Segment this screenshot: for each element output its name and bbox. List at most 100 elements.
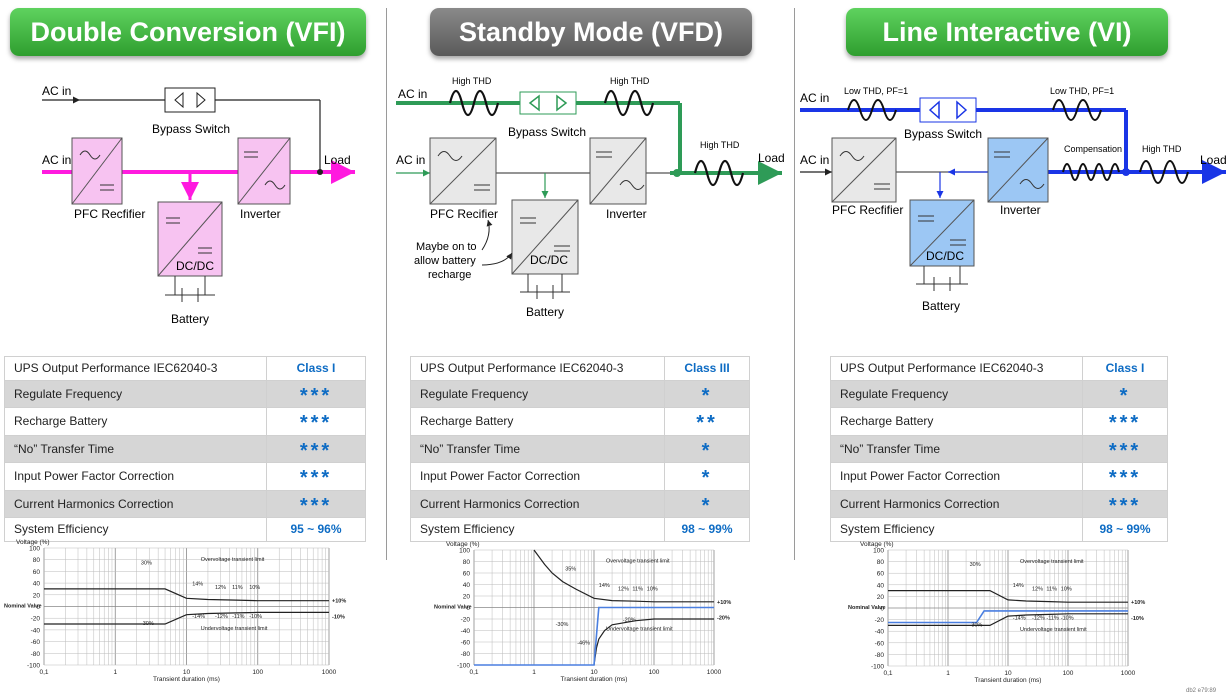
table-row: Regulate Frequency* [410,379,750,408]
inverter-label: Inverter [1000,203,1041,217]
y-tick-label: -100 [27,663,40,670]
class-value: Class I [266,356,366,381]
annotation-label: Undervoltage transient limit [1020,627,1087,633]
inverter-box [589,137,647,205]
column-divider [386,8,387,560]
annotation-label: Undervoltage transient limit [606,627,673,633]
table-row: Input Power Factor Correction*** [830,462,1168,491]
vi-block-diagram: AC in Low THD, PF=1 Low THD, PF=1 Compen… [800,86,1227,313]
annotation-label: 11% [232,585,243,591]
table-row: Input Power Factor Correction* [410,462,750,491]
x-tick-label: 0,1 [883,670,892,677]
table-row: “No” Transfer Time*** [830,434,1168,463]
table-row: Current Harmonics Correction*** [830,489,1168,518]
annotation-label: 35% [565,567,576,573]
annotation-label: 12% [1032,587,1043,593]
bypass-switch-icon [919,97,977,123]
annotation-label: 11% [1046,587,1057,593]
x-axis-label: Transient duration (ms) [975,677,1042,684]
footnote: db2 e79:89 [1186,688,1217,694]
y-tick-label: 20 [877,594,885,601]
series-line [888,613,1128,626]
bypass-switch-label: Bypass Switch [152,122,230,136]
y-tick-label: 0 [36,604,40,611]
series-line [44,588,329,602]
y-tick-label: 40 [33,581,41,588]
thd-wave [603,89,655,117]
annotation-label: -30% [141,621,154,627]
load-label: Load [758,151,785,165]
annotation-label: 10% [249,585,260,591]
y-axis-label: Voltage (%) [446,541,480,548]
column-divider [794,8,795,560]
vfi-block-diagram: AC in Bypass Switch AC in Load PFC Recfi… [42,84,355,326]
annotation-label: 14% [1013,583,1024,589]
series-line [474,606,714,666]
nominal-value-label: Nominal Value [848,605,886,611]
table-row: Recharge Battery** [410,407,750,436]
bypass-switch-label: Bypass Switch [904,127,982,141]
y-axis-label: Voltage (%) [860,541,894,548]
note-line-1: Maybe on to [416,241,477,253]
series-line [888,610,1128,624]
nominal-value-label: Nominal Value [434,605,472,611]
y-tick-label: -60 [31,639,41,646]
table-row: Current Harmonics Correction*** [4,489,366,518]
y-tick-label: 40 [463,582,471,589]
annotation-label: -20% [717,615,730,621]
y-tick-label: 80 [463,559,471,566]
annotation-label: -11% [232,614,245,620]
x-tick-label: 10 [183,669,191,676]
note-line-3: recharge [428,269,471,281]
annotation-label: 12% [618,586,629,592]
y-tick-label: -80 [31,651,41,658]
y-tick-label: -100 [871,664,884,671]
x-tick-label: 1 [946,670,950,677]
y-tick-label: -40 [875,629,885,636]
y-tick-label: 100 [873,548,884,555]
annotation-label: -14% [1013,616,1026,622]
y-tick-label: 60 [877,571,885,578]
dcdc-box [157,201,223,277]
x-tick-label: 1000 [707,669,722,676]
y-tick-label: 0 [880,606,884,613]
y-tick-label: -20 [875,617,885,624]
series-line [593,618,714,666]
pfc-label: PFC Recfifier [74,207,145,221]
y-tick-label: -40 [461,628,471,635]
pfc-rectifier-box [71,137,123,205]
series-line [888,590,1128,603]
battery-icon [520,274,570,299]
annotation-label: 10% [1061,587,1072,593]
sine-wave [1052,99,1102,121]
pfc-label: PFC Recifier [430,207,498,221]
ac-in-top-label: AC in [42,84,71,98]
x-axis-label: Transient duration (ms) [561,676,628,683]
x-tick-label: 0,1 [39,669,48,676]
inverter-box [237,137,291,205]
annotation-label: Overvoltage transient limit [1020,559,1084,565]
x-tick-label: 0,1 [469,669,478,676]
high-thd-label: High THD [700,140,740,150]
y-tick-label: 80 [877,559,885,566]
battery-label: Battery [171,312,209,326]
y-tick-label: -20 [31,616,41,623]
compensation-wave [1062,163,1120,181]
dcdc-label: DC/DC [176,259,214,273]
annotation-label: -10% [1061,616,1074,622]
y-tick-label: -60 [461,640,471,647]
series-line [44,611,329,625]
y-tick-label: -100 [457,663,470,670]
table-row: Recharge Battery*** [4,407,366,436]
table-row: Current Harmonics Correction* [410,489,750,518]
annotation-label: -30% [970,623,983,629]
x-tick-label: 1000 [1121,670,1136,677]
y-tick-label: 80 [33,557,41,564]
annotation-label: 14% [599,583,610,589]
table-row: Regulate Frequency* [830,379,1168,408]
ac-in-label: AC in [396,153,425,167]
high-thd-label: High THD [610,76,650,86]
